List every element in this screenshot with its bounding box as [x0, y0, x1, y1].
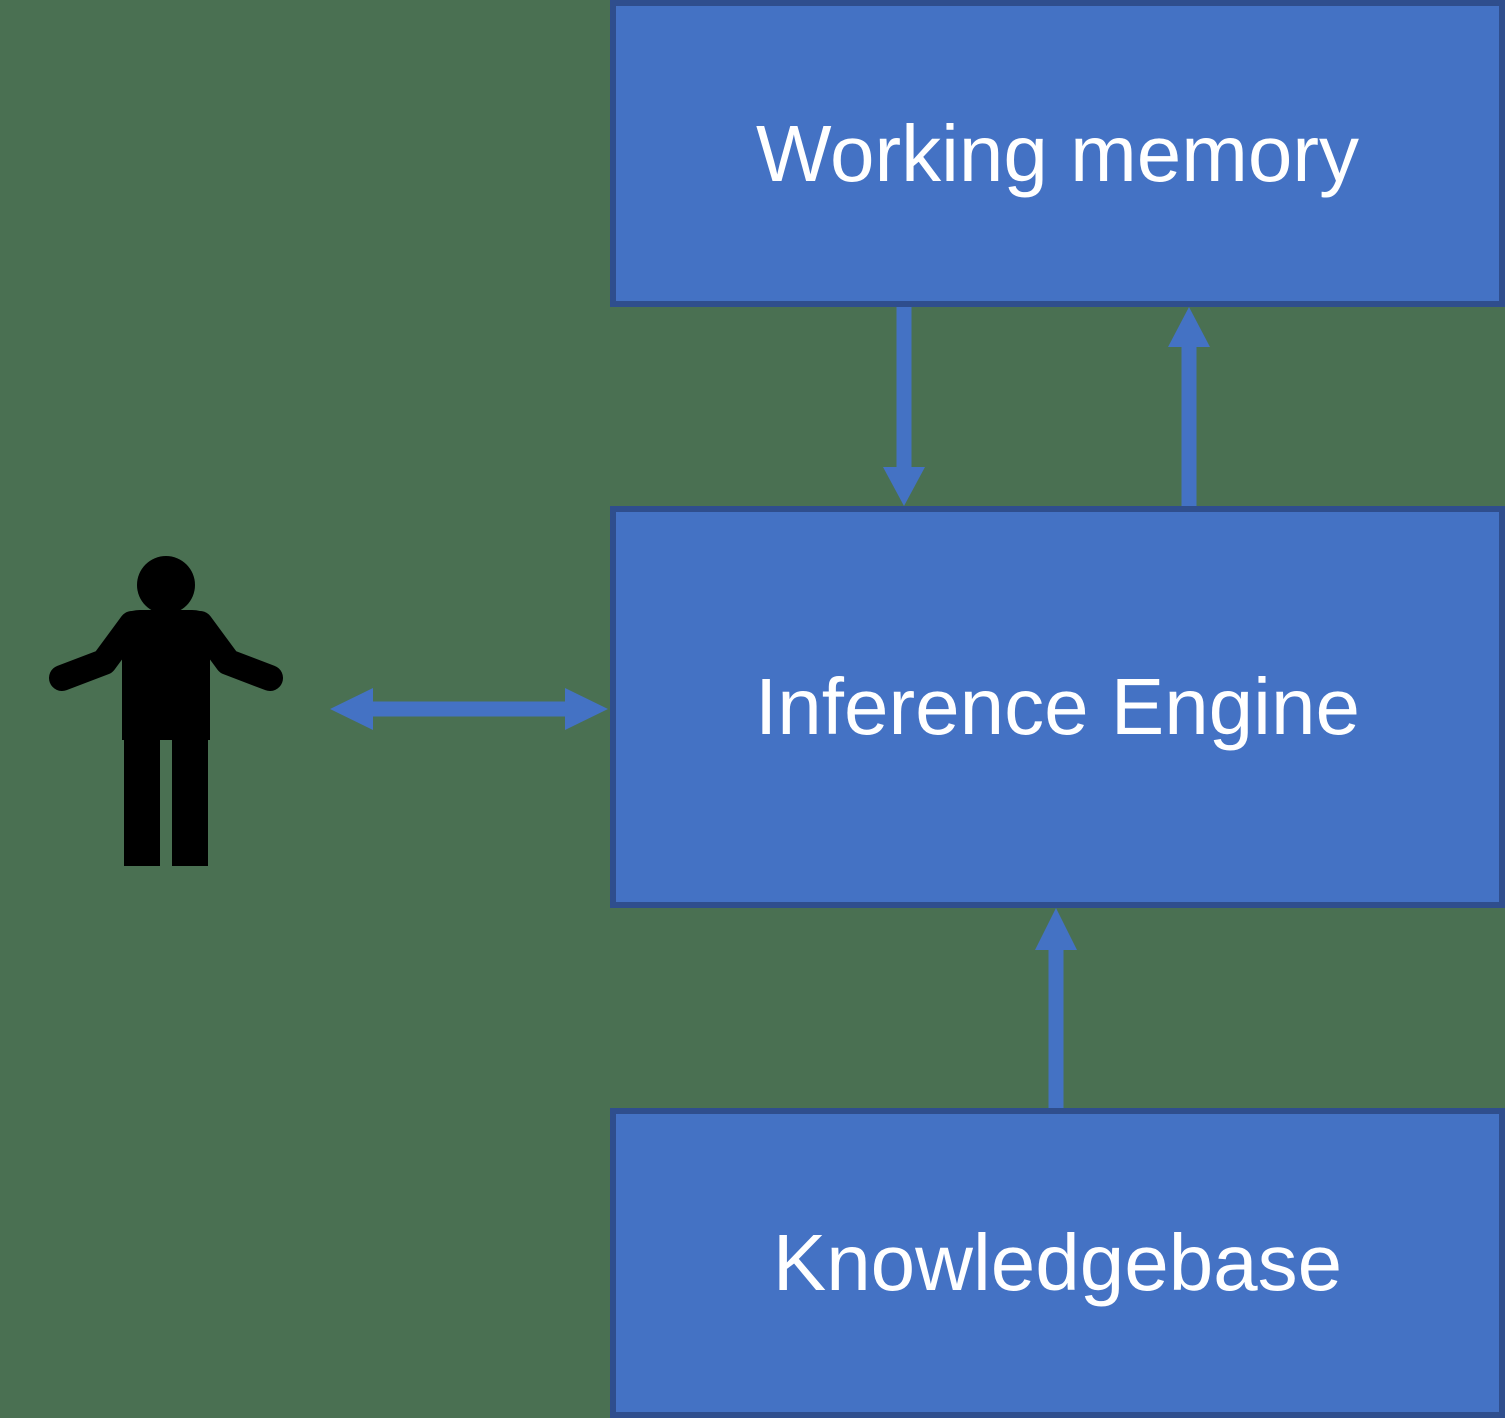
person-right-arm: [187, 611, 283, 691]
knowledgebase-box: Knowledgebase: [610, 1108, 1505, 1418]
arrow-user-inference-engine-bidirectional-icon: [330, 688, 608, 730]
user-person-icon: [49, 556, 283, 866]
inference-engine-label: Inference Engine: [755, 662, 1360, 751]
arrow-working-memory-to-inference-engine-icon: [883, 307, 925, 506]
working-memory-label: Working memory: [755, 108, 1360, 198]
inference-engine-box: Inference Engine: [610, 506, 1505, 908]
knowledgebase-label: Knowledgebase: [772, 1218, 1343, 1307]
arrow-knowledgebase-to-inference-engine-icon: [1035, 908, 1077, 1108]
person-head: [137, 556, 195, 614]
person-left-leg: [124, 736, 160, 866]
working-memory-box: Working memory: [610, 0, 1505, 307]
arrow-inference-engine-to-working-memory-icon: [1168, 307, 1210, 506]
person-torso: [122, 610, 210, 740]
person-left-arm: [49, 611, 145, 691]
person-right-leg: [172, 736, 208, 866]
